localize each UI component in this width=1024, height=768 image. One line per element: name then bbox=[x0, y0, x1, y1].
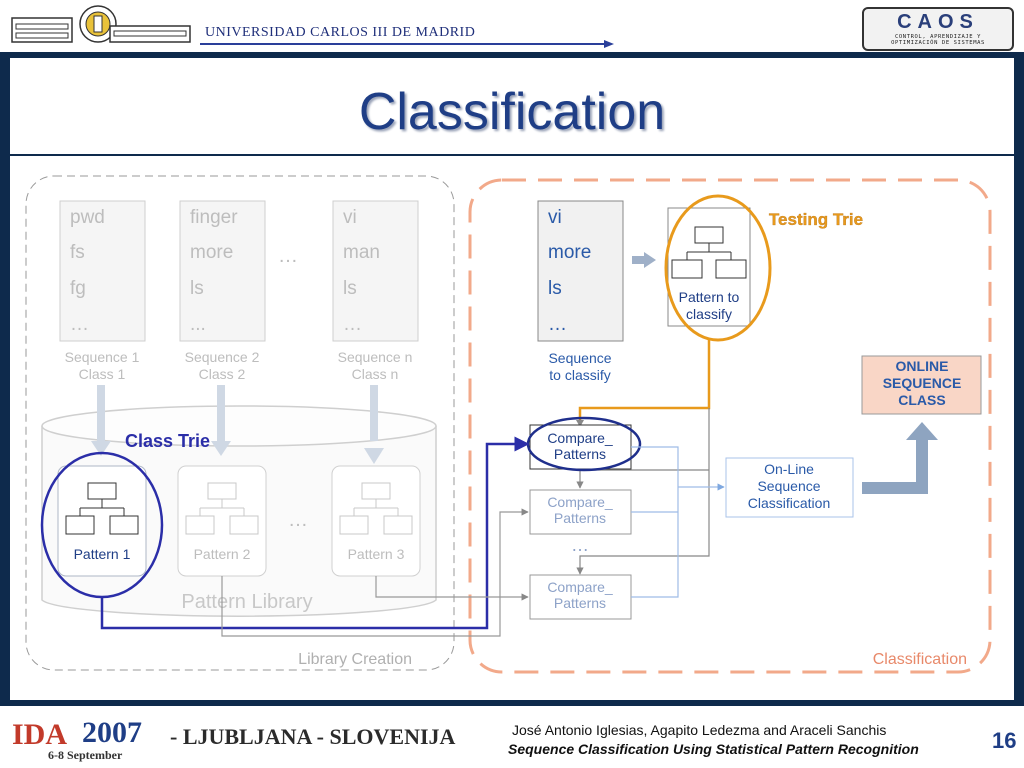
result-arrow bbox=[862, 422, 938, 494]
compare-patterns-box-2: Compare_ Patterns bbox=[529, 489, 632, 535]
compare-output-lines bbox=[631, 446, 725, 598]
authors: José Antonio Iglesias, Agapito Ledezma a… bbox=[512, 722, 887, 738]
pattern-box-3: Pattern 3 bbox=[331, 465, 421, 577]
university-logo bbox=[11, 5, 191, 43]
class-trie-label: Class Trie bbox=[125, 431, 210, 451]
sequence-item: fs bbox=[70, 242, 85, 263]
sequence-item: more bbox=[548, 242, 591, 263]
caos-logo: CAOS CONTROL, APRENDIZAJE Y OPTIMIZACIÓN… bbox=[862, 7, 1014, 51]
paper-title: Sequence Classification Using Statistica… bbox=[508, 741, 919, 757]
classification-region-label: Classification bbox=[873, 651, 967, 668]
online-label-3: Classification bbox=[748, 495, 830, 511]
caos-logo-line2: OPTIMIZACIÓN DE SISTEMAS bbox=[891, 40, 985, 46]
library-creation-region bbox=[25, 175, 455, 671]
classification-diagram: Library Creation pwd fs fg … Sequence 1 … bbox=[25, 175, 992, 674]
sequence-item: … bbox=[548, 314, 567, 335]
title-band bbox=[10, 58, 1014, 154]
sequence-item: finger bbox=[190, 207, 238, 228]
pattern-label-1: Pattern 1 bbox=[74, 546, 131, 562]
pattern-box-2: Pattern 2 bbox=[177, 465, 267, 577]
patterns-ellipsis: … bbox=[288, 509, 308, 531]
compare-label-2: Patterns bbox=[554, 446, 606, 462]
sequence-item: vi bbox=[343, 207, 357, 228]
pattern-to-classify-label-2: classify bbox=[686, 306, 732, 322]
caos-logo-word: CAOS bbox=[897, 11, 979, 33]
conference-city: - LJUBLJANA - SLOVENIJA bbox=[170, 724, 456, 749]
classification-region bbox=[468, 178, 992, 674]
sequences-ellipsis: … bbox=[278, 245, 298, 267]
testing-trie-label: Testing Trie bbox=[769, 210, 863, 229]
sequence-box-n: vi man ls … bbox=[332, 200, 419, 342]
sequence-label-1: Sequence 1 bbox=[65, 349, 140, 365]
compare-label-2: Patterns bbox=[554, 510, 606, 526]
online-classification-box: On-Line Sequence Classification bbox=[725, 457, 854, 518]
sequence-item: more bbox=[190, 242, 233, 263]
sequence-to-classify-label-1: Sequence bbox=[548, 350, 611, 366]
sequence-item: ls bbox=[343, 278, 357, 299]
sequence-item: … bbox=[343, 314, 362, 335]
caos-logo-line1: CONTROL, APRENDIZAJE Y bbox=[894, 34, 982, 40]
compare-label-1: Compare_ bbox=[547, 579, 613, 595]
sequence-item: ls bbox=[548, 278, 562, 299]
online-label-2: Sequence bbox=[757, 478, 820, 494]
sequence-box-2: finger more ls ... bbox=[179, 200, 266, 342]
library-creation-label: Library Creation bbox=[298, 651, 412, 668]
sequence-item: … bbox=[70, 314, 89, 335]
sequence-item: ls bbox=[190, 278, 204, 299]
footer-bar bbox=[0, 706, 1024, 768]
result-label-2: SEQUENCE bbox=[883, 375, 962, 391]
pattern-label-2: Pattern 2 bbox=[194, 546, 251, 562]
header-rule bbox=[200, 43, 610, 45]
testing-trie-connector bbox=[578, 340, 711, 424]
online-label-1: On-Line bbox=[764, 461, 814, 477]
compare-label-1: Compare_ bbox=[547, 494, 613, 510]
sequence-to-classify-label-2: to classify bbox=[549, 367, 610, 383]
class-label-2: Class 2 bbox=[199, 366, 246, 382]
pattern-3-connector bbox=[375, 576, 529, 601]
conference-logo-name: IDA bbox=[12, 718, 68, 751]
compare-patterns-box-1: Compare_ Patterns bbox=[529, 424, 632, 470]
class-label-n: Class n bbox=[352, 366, 399, 382]
class-trie-connector bbox=[100, 436, 530, 630]
testing-trie-highlight bbox=[664, 194, 772, 342]
header-bar: UNIVERSIDAD CARLOS III DE MADRID CAOS CO… bbox=[0, 0, 1024, 56]
page-number: 16 bbox=[992, 728, 1017, 753]
pattern-library-label: Pattern Library bbox=[181, 591, 312, 613]
pattern-box-1: Pattern 1 bbox=[57, 465, 147, 577]
compare-patterns-box-3: Compare_ Patterns bbox=[529, 574, 632, 620]
library-down-arrows bbox=[91, 385, 384, 464]
sequence-item: pwd bbox=[70, 207, 105, 228]
pattern-to-classify-label-1: Pattern to bbox=[679, 289, 740, 305]
sequence-label-2: Sequence 2 bbox=[185, 349, 260, 365]
sequence-item: vi bbox=[548, 207, 562, 228]
compare-label-2: Patterns bbox=[554, 595, 606, 611]
result-label-3: CLASS bbox=[898, 392, 945, 408]
compare-ellipsis: … bbox=[571, 535, 589, 555]
sequence-item: man bbox=[343, 242, 380, 263]
online-sequence-class-box: ONLINE SEQUENCE CLASS bbox=[861, 355, 982, 415]
class-label-1: Class 1 bbox=[79, 366, 126, 382]
result-label-1: ONLINE bbox=[896, 358, 949, 374]
to-testing-trie-arrow bbox=[632, 252, 656, 268]
title-rule bbox=[10, 154, 1014, 156]
sequence-label-n: Sequence n bbox=[338, 349, 413, 365]
sequence-box-1: pwd fs fg … bbox=[59, 200, 146, 342]
conference-year: 2007 bbox=[82, 716, 142, 749]
sequence-item: ... bbox=[190, 314, 206, 335]
pattern-2-connector bbox=[221, 508, 529, 637]
pattern-label-3: Pattern 3 bbox=[348, 546, 405, 562]
testing-trie-pattern-box: Pattern to classify bbox=[667, 207, 751, 327]
header-arrow-icon bbox=[604, 40, 614, 48]
slide-title: Classification bbox=[358, 83, 666, 141]
sequence-to-classify-box: vi more ls … bbox=[537, 200, 624, 342]
compare-label-1: Compare_ bbox=[547, 430, 613, 446]
conference-dates: 6-8 September bbox=[48, 748, 123, 762]
university-name: UNIVERSIDAD CARLOS III DE MADRID bbox=[205, 25, 476, 40]
sequence-item: fg bbox=[70, 278, 86, 299]
